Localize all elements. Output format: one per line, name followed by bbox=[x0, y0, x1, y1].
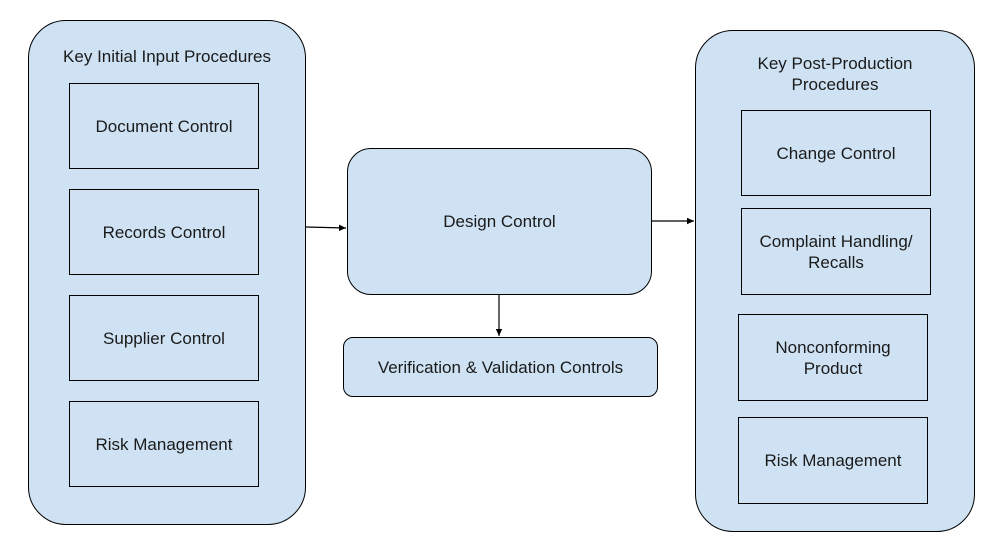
arrow-input-to-design bbox=[305, 224, 347, 232]
records-control-box: Records Control bbox=[69, 189, 259, 275]
document-control-box: Document Control bbox=[69, 83, 259, 169]
risk-management-post-box: Risk Management bbox=[738, 417, 928, 504]
nonconforming-product-box: Nonconforming Product bbox=[738, 314, 928, 401]
post-production-procedures-title: Key Post-Production Procedures bbox=[757, 54, 913, 94]
supplier-control-box: Supplier Control bbox=[69, 295, 259, 381]
design-control-box: Design Control bbox=[347, 148, 652, 295]
verification-validation-box: Verification & Validation Controls bbox=[343, 337, 658, 397]
change-control-box: Change Control bbox=[741, 110, 931, 196]
complaint-handling-recalls-box: Complaint Handling/ Recalls bbox=[741, 208, 931, 295]
risk-management-input-box: Risk Management bbox=[69, 401, 259, 487]
initial-input-procedures-title: Key Initial Input Procedures bbox=[63, 47, 271, 66]
